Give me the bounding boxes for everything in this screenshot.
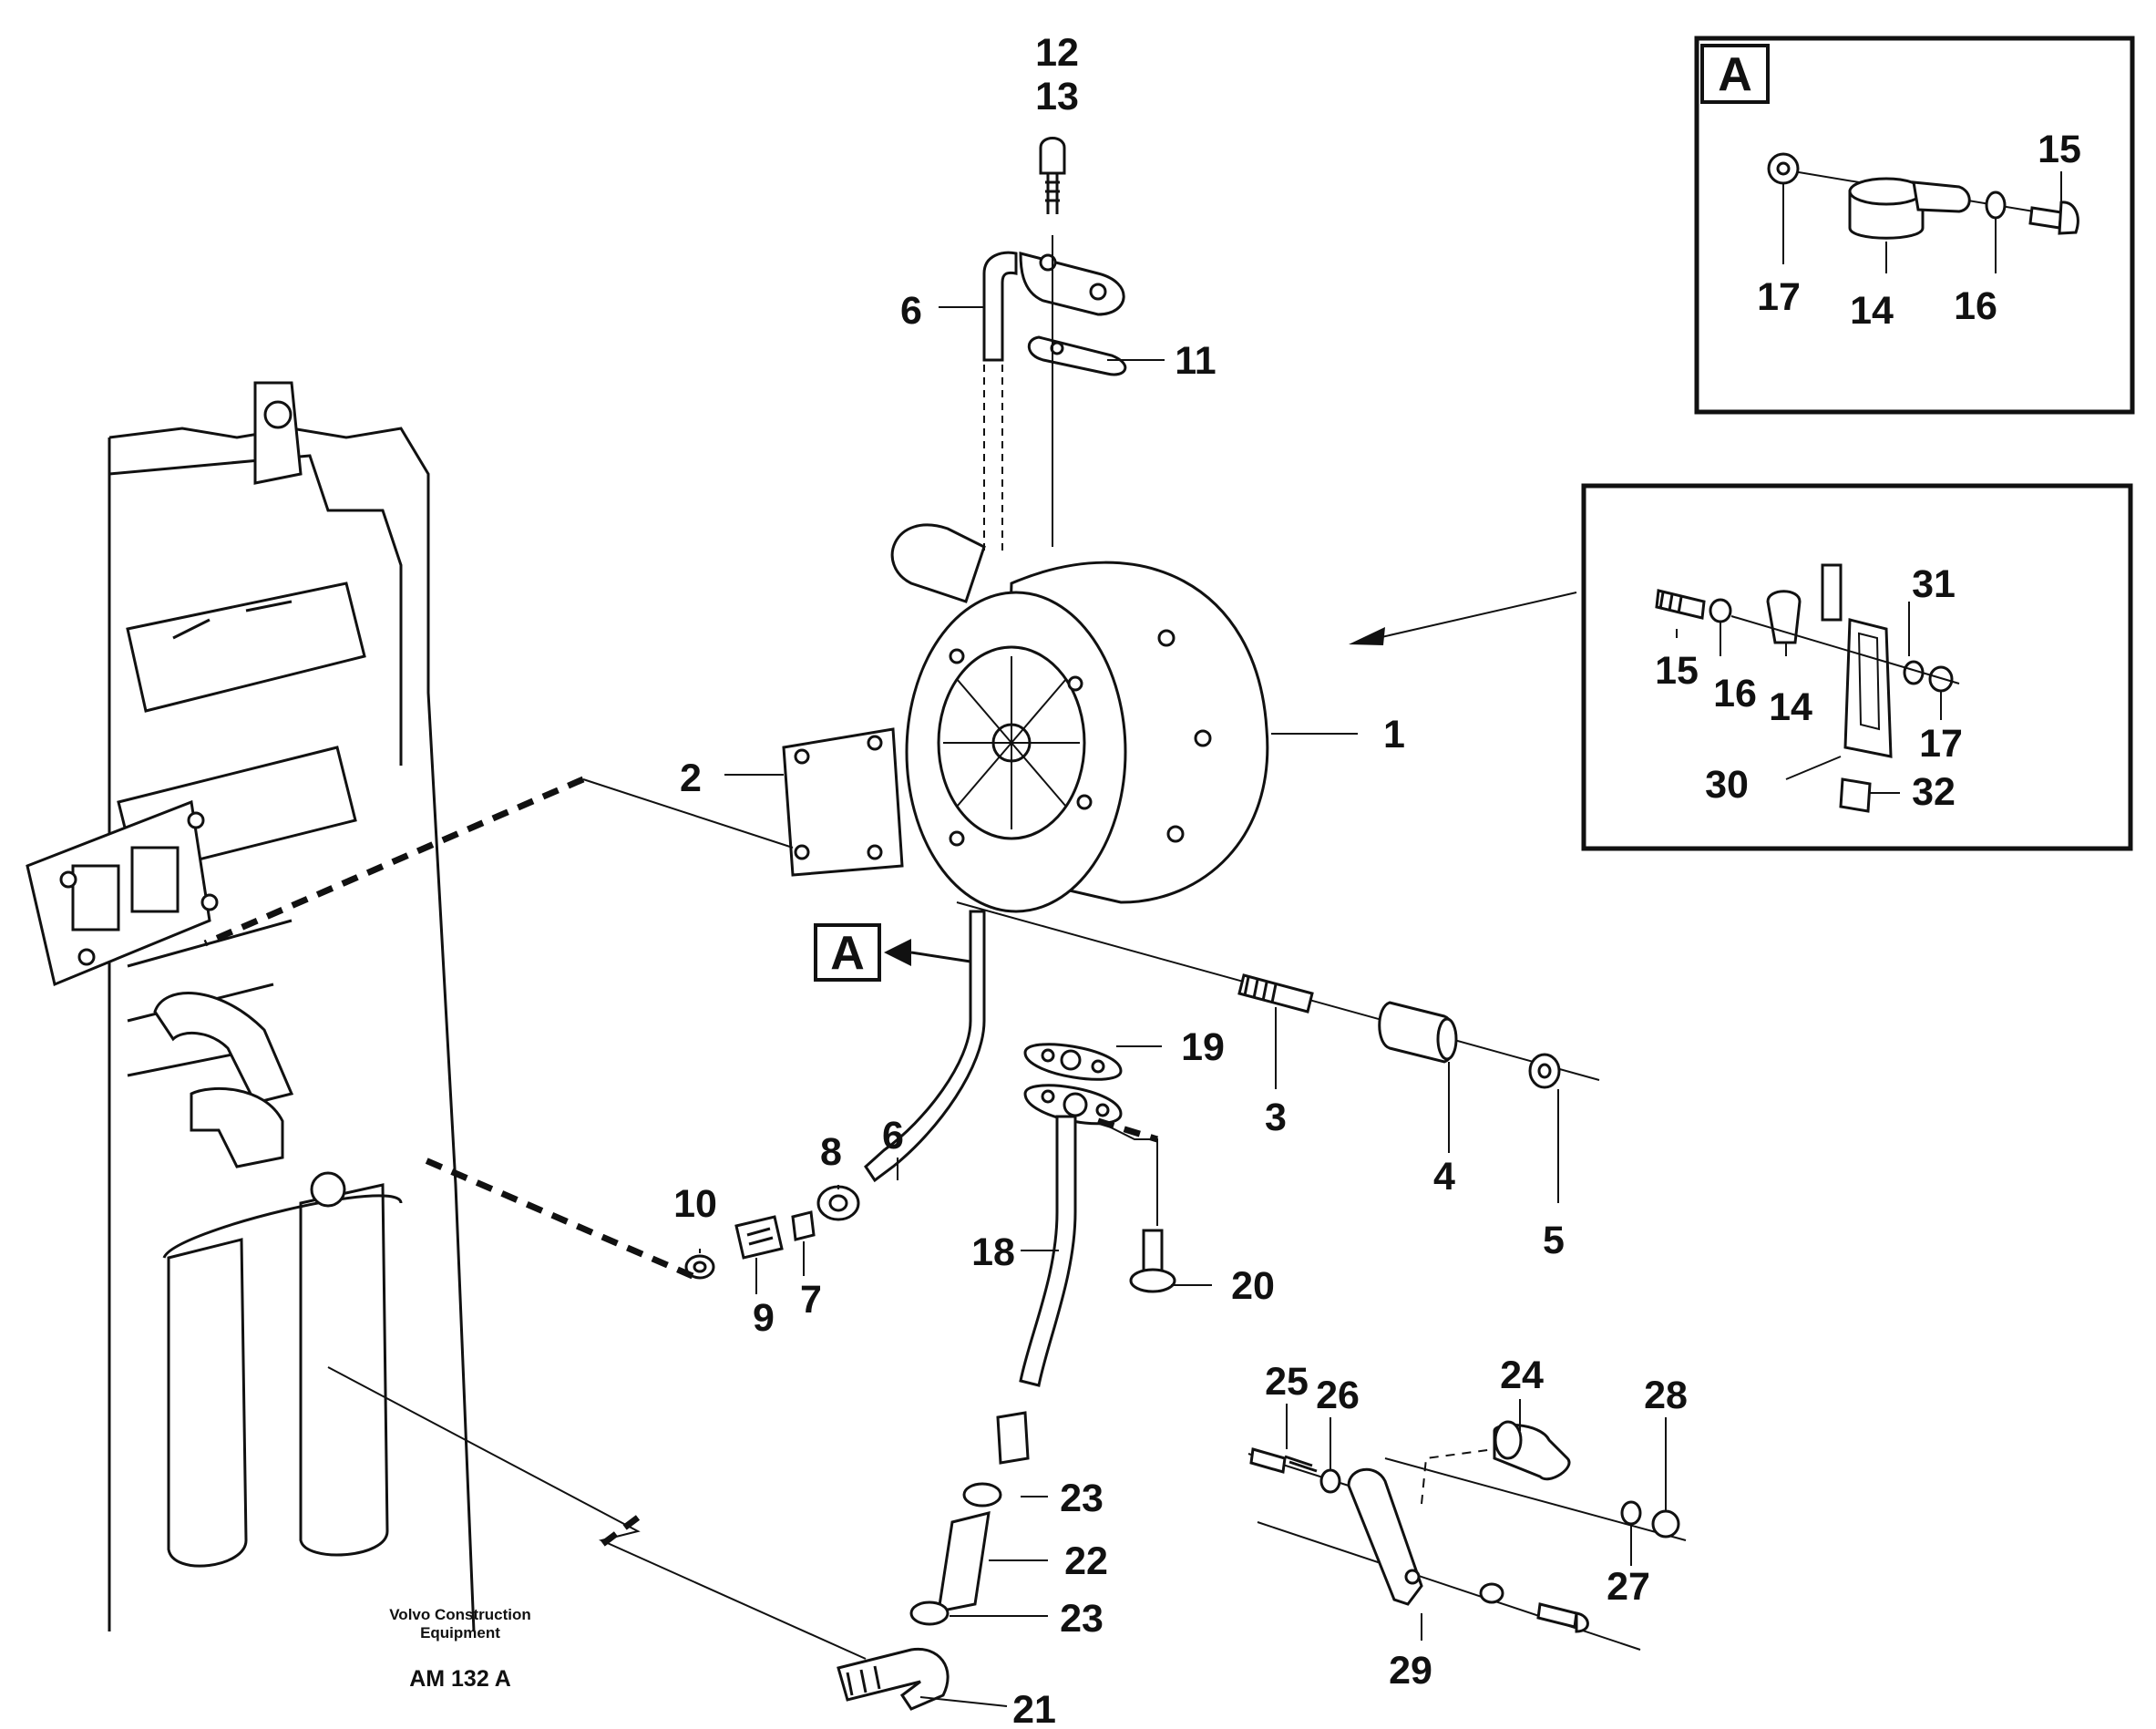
callout-13: 13 xyxy=(1035,75,1079,118)
callout-1: 1 xyxy=(1383,713,1405,756)
exhaust-connection-path xyxy=(203,776,585,947)
detail-box-bracket xyxy=(1581,483,2133,851)
callout-10: 10 xyxy=(673,1182,717,1226)
callout-4: 4 xyxy=(1433,1155,1455,1199)
turbocharger xyxy=(782,523,1269,913)
oil-feed-connection-path xyxy=(417,1154,694,1280)
company-name-line2: Equipment xyxy=(420,1624,500,1642)
callout-labels: 1 2 3 4 5 6 6 7 8 9 10 11 12 13 14 14 15… xyxy=(673,31,2081,1729)
callout-8: 8 xyxy=(820,1130,842,1174)
callout-6-top: 6 xyxy=(900,289,922,333)
callout-14-inset: 14 xyxy=(1850,289,1894,333)
callout-17-inset: 17 xyxy=(1757,275,1801,319)
callout-20: 20 xyxy=(1231,1264,1275,1308)
callout-7: 7 xyxy=(800,1278,822,1322)
view-a-pointer: A xyxy=(814,923,971,982)
inset-a-label: A xyxy=(1718,48,1752,101)
callout-18: 18 xyxy=(971,1230,1015,1274)
drawing-footer: Volvo Construction Equipment AM 132 A xyxy=(389,1606,531,1692)
callout-5: 5 xyxy=(1543,1219,1565,1262)
engine-block xyxy=(26,381,476,1632)
callout-25: 25 xyxy=(1265,1360,1309,1404)
detail-inset-a: A xyxy=(1694,36,2135,415)
callout-32: 32 xyxy=(1912,770,1956,814)
callout-2: 2 xyxy=(680,756,702,800)
callout-16-inset: 16 xyxy=(1954,284,1997,328)
callout-23-lower: 23 xyxy=(1060,1597,1104,1641)
drawing-code: AM 132 A xyxy=(409,1666,511,1692)
callout-19: 19 xyxy=(1181,1025,1225,1069)
stud-spacer-nut xyxy=(956,901,1600,1089)
callout-23-upper: 23 xyxy=(1060,1477,1104,1520)
callout-15-detail: 15 xyxy=(1655,649,1699,693)
oil-feed-pipe-lower xyxy=(684,910,986,1280)
callout-16-detail: 16 xyxy=(1713,672,1757,715)
callout-17-detail: 17 xyxy=(1919,722,1963,766)
company-name-line1: Volvo Construction xyxy=(389,1606,531,1623)
callout-29: 29 xyxy=(1389,1649,1432,1693)
callout-28: 28 xyxy=(1644,1374,1688,1417)
callout-14-detail: 14 xyxy=(1769,685,1812,729)
oil-return-pipe xyxy=(837,1043,1123,1711)
detail-pointer-line xyxy=(1357,592,1577,643)
oil-return-connection-path xyxy=(1096,1117,1159,1143)
callout-3: 3 xyxy=(1265,1096,1287,1139)
callout-27: 27 xyxy=(1607,1565,1650,1609)
callout-31: 31 xyxy=(1912,562,1956,606)
callout-24: 24 xyxy=(1500,1353,1544,1397)
callout-9: 9 xyxy=(753,1296,775,1340)
oil-return-route xyxy=(327,1366,867,1660)
callout-15-inset: 15 xyxy=(2038,128,2081,171)
callout-26: 26 xyxy=(1316,1374,1360,1417)
oil-feed-pipe-top xyxy=(982,137,1127,556)
bolt-20 xyxy=(1129,1229,1176,1293)
callout-21: 21 xyxy=(1012,1688,1056,1729)
callout-11: 11 xyxy=(1175,339,1216,383)
leader-lines xyxy=(699,171,2062,1707)
callout-30: 30 xyxy=(1705,763,1749,807)
view-a-pointer-label: A xyxy=(830,927,865,980)
compressor-wheel xyxy=(943,656,1080,829)
callout-6-lower: 6 xyxy=(882,1114,904,1158)
callout-22: 22 xyxy=(1064,1539,1108,1583)
callout-12: 12 xyxy=(1035,31,1079,75)
bracket-assembly xyxy=(1247,1420,1687,1651)
